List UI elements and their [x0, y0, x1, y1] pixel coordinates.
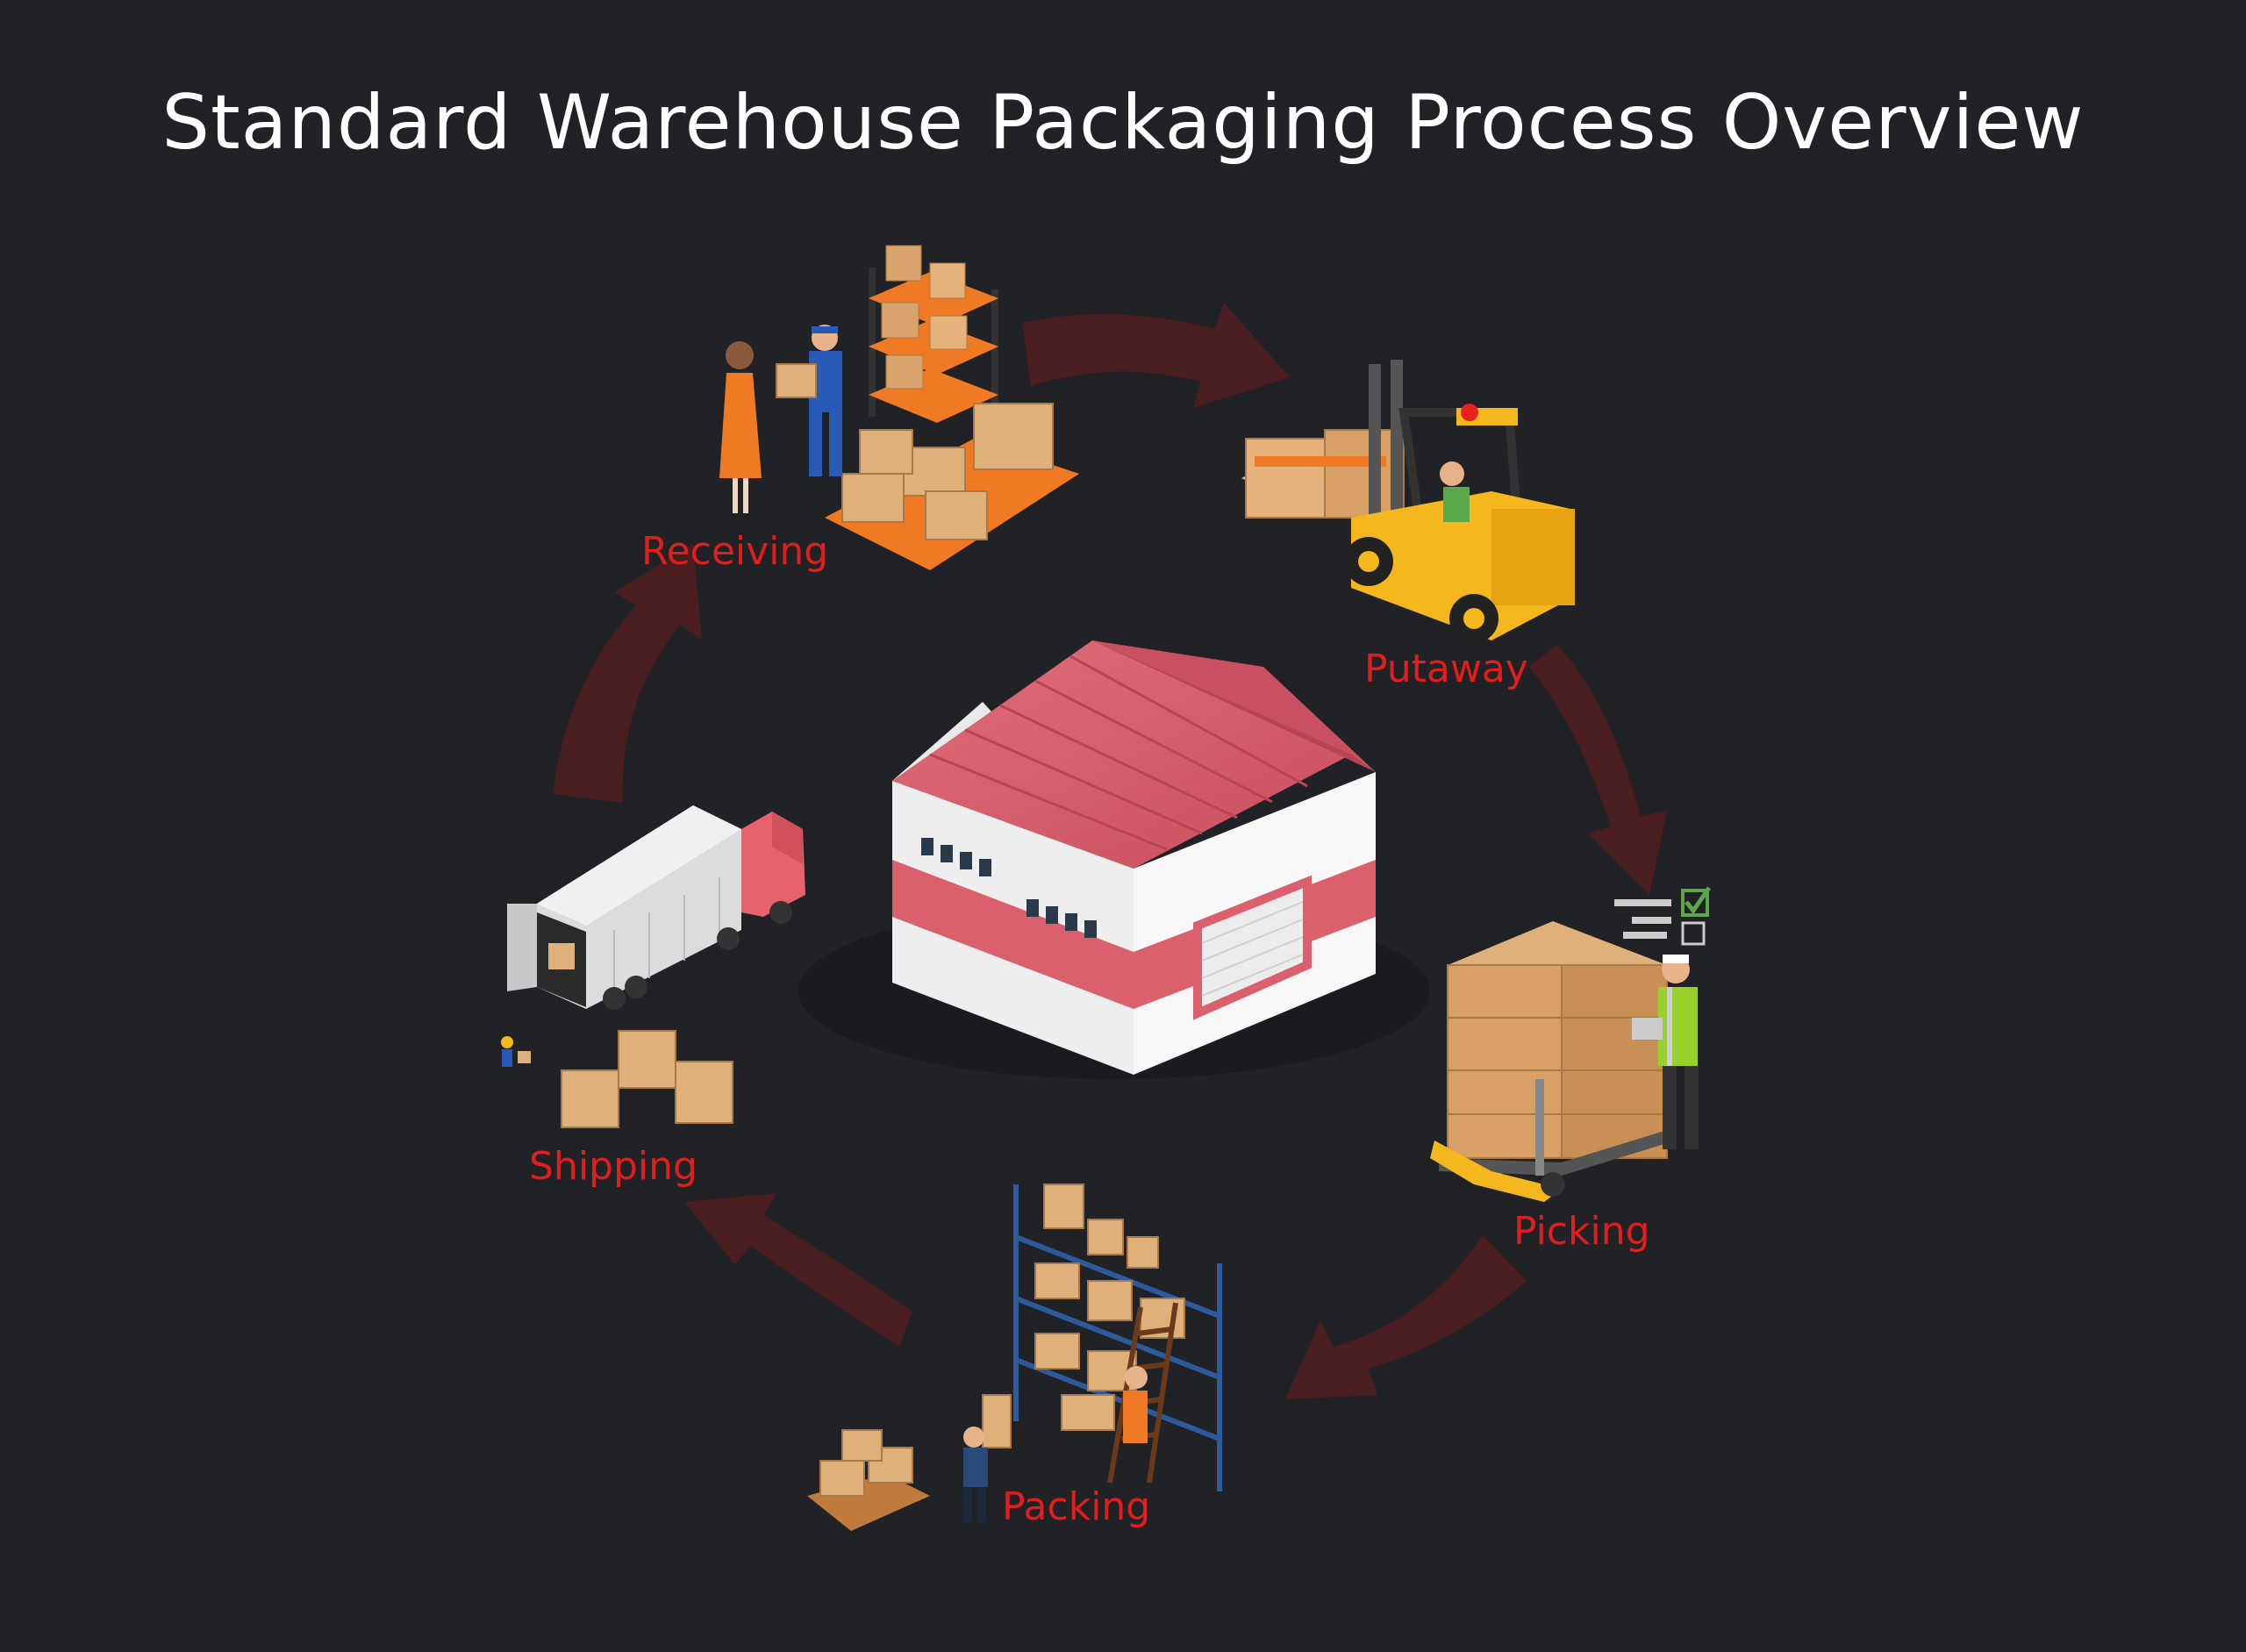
worker-woman-icon	[719, 341, 762, 513]
arrow-packing-to-shipping	[684, 1193, 912, 1347]
arrow-putaway-to-picking	[1528, 645, 1667, 895]
pallet-jack-icon	[1430, 1079, 1565, 1202]
step-label-receiving: Receiving	[641, 529, 829, 574]
arrow-receiving-to-putaway	[1022, 303, 1290, 408]
page-title: Standard Warehouse Packaging Process Ove…	[161, 79, 2085, 167]
forklift-icon	[1241, 360, 1575, 643]
shelf-rack-icon	[869, 245, 998, 439]
receiving-scene	[719, 245, 1079, 570]
step-label-packing: Packing	[1002, 1484, 1151, 1529]
ladder-worker-icon	[1123, 1366, 1148, 1443]
cycle-arrows	[553, 303, 1667, 1399]
step-label-putaway: Putaway	[1364, 647, 1528, 691]
warehouse-icon	[798, 640, 1430, 1079]
picking-scene	[1430, 886, 1712, 1202]
shipping-scene	[501, 805, 805, 1128]
packing-scene	[807, 1184, 1222, 1531]
small-worker-icon	[501, 1036, 531, 1067]
picker-worker-icon	[1632, 955, 1699, 1149]
worker-man-icon	[809, 325, 842, 476]
delivery-truck-icon	[507, 805, 805, 1010]
carrying-worker-icon	[963, 1394, 1012, 1522]
step-label-picking: Picking	[1513, 1209, 1650, 1254]
arrow-picking-to-packing	[1285, 1235, 1527, 1399]
shelf-rack-icon	[1013, 1184, 1222, 1491]
box-stack-icon	[807, 1429, 930, 1531]
step-label-shipping: Shipping	[529, 1144, 697, 1189]
checklist-icon	[1614, 886, 1712, 946]
arrow-shipping-to-receiving	[553, 544, 702, 803]
box-stack-icon	[561, 1030, 733, 1128]
box-icon	[776, 363, 817, 398]
